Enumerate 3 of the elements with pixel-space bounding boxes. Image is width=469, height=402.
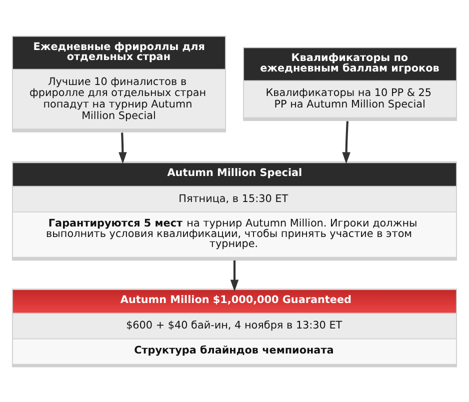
- arrow: [118, 132, 127, 164]
- arrow: [230, 260, 239, 292]
- arrow: [342, 120, 350, 164]
